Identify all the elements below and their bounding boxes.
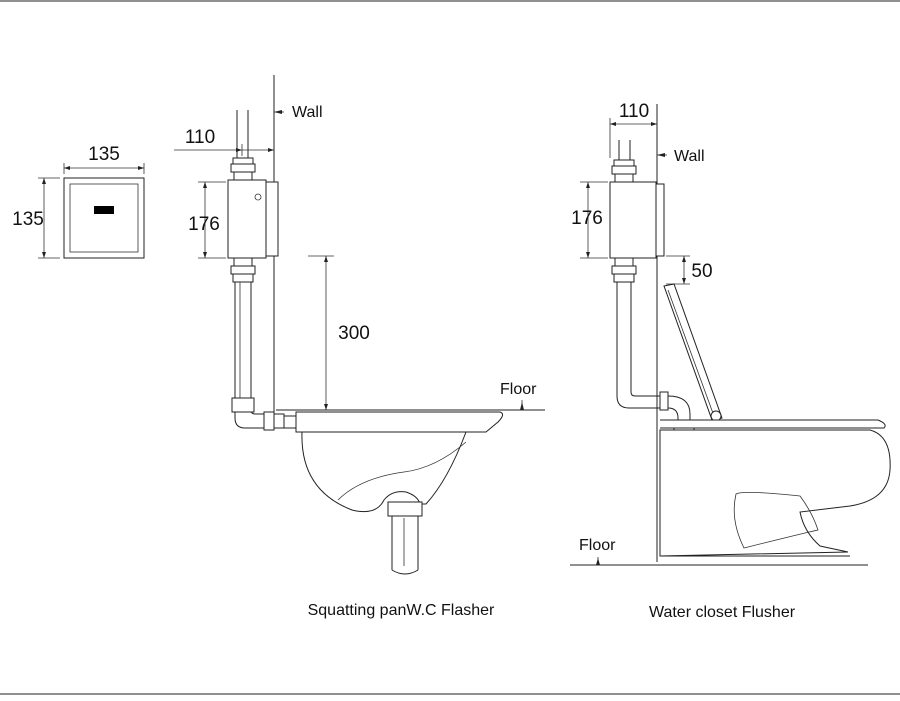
closet-bowl bbox=[659, 429, 891, 557]
squatting-pipe-offset-label: 110 bbox=[185, 127, 215, 148]
closet-floor-label: Floor bbox=[579, 537, 616, 554]
squatting-floor-label: Floor bbox=[500, 381, 537, 398]
squatting-flasher-height-label: 176 bbox=[188, 214, 220, 235]
closet-caption: Water closet Flusher bbox=[649, 604, 796, 621]
water-closet-diagram: Wall 110 176 50 bbox=[570, 101, 891, 621]
squatting-flasher-body bbox=[227, 179, 267, 259]
panel-height-label: 135 bbox=[12, 209, 44, 230]
closet-pipe-offset-label: 110 bbox=[619, 101, 649, 122]
closet-gap-label: 50 bbox=[691, 261, 712, 282]
squatting-wall-label: Wall bbox=[292, 104, 323, 121]
sensor-panel-front-view: 135 135 bbox=[12, 144, 145, 259]
panel-inner bbox=[69, 183, 139, 253]
squatting-pan-bowl bbox=[301, 431, 467, 513]
closet-seat-lid bbox=[663, 283, 723, 421]
squatting-pan-diagram: Wall 110 176 bbox=[174, 75, 545, 619]
squatting-pan-rim bbox=[295, 411, 504, 433]
sensor-window-icon bbox=[94, 206, 114, 214]
closet-flusher-body bbox=[609, 181, 657, 259]
panel-outer bbox=[63, 177, 145, 259]
panel-width-label: 135 bbox=[88, 144, 120, 165]
closet-flusher-height-label: 176 bbox=[571, 208, 603, 229]
closet-seat bbox=[660, 419, 886, 429]
squatting-caption: Squatting panW.C Flasher bbox=[308, 602, 495, 619]
squatting-height-to-floor-label: 300 bbox=[338, 323, 370, 344]
closet-wall-label: Wall bbox=[674, 148, 705, 165]
